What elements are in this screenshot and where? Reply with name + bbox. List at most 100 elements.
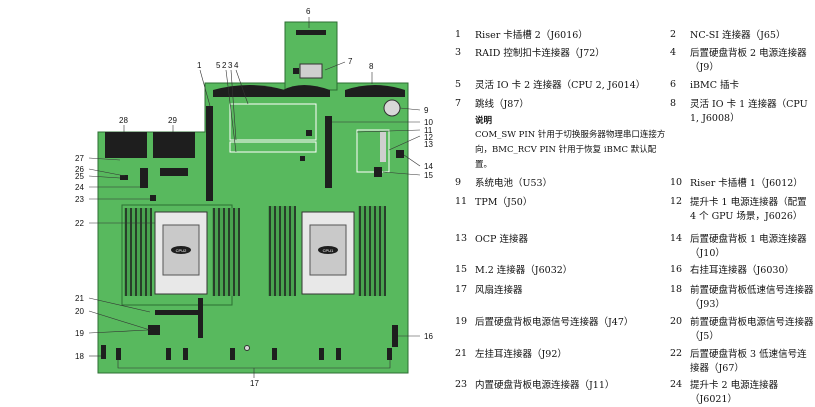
legend-text: 灵活 IO 卡 1 连接器（CPU 1, J6008） [690,99,808,124]
legend-text: 后置硬盘背板电源信号连接器（J47） [475,317,634,328]
legend-text: 内置硬盘背板电源连接器（J11） [475,380,615,391]
callout-27: 27 [75,154,84,163]
legend-num: 6 [670,79,677,90]
callout-22: 22 [75,219,84,228]
legend-text: 前置硬盘背板低速信号连接器（J93） [690,285,814,310]
power-connector-28 [105,132,147,158]
motherboard-diagram: CPU2 CPU1 [75,7,433,388]
legend-text: 右挂耳连接器（J6030） [690,265,794,276]
callout-6: 6 [306,7,311,16]
callout-28: 28 [119,116,128,125]
legend-text: 提升卡 1 电源连接器（配置 4 个 GPU 场景，J6026） [690,197,807,222]
legend-num: 24 [670,379,683,390]
legend-num: 2 [670,29,677,40]
note-title: 说明 [475,116,493,126]
legend-num: 12 [670,196,683,207]
cpu1-label: CPU1 [323,248,334,253]
legend-text: 后置硬盘背板 2 电源连接器（J9） [690,48,807,73]
legend-text: Riser 卡插槽 1（J6012） [690,178,803,189]
legend-text: Riser 卡插槽 2（J6016） [475,30,588,41]
dimm-bank-cpu2-right [212,208,240,296]
legend-num: 9 [455,177,462,188]
callout-24: 24 [75,183,84,192]
callout-7: 7 [348,57,353,66]
legend-num: 3 [455,47,462,58]
legend-text: 灵活 IO 卡 2 连接器（CPU 2, J6014） [475,80,646,91]
legend-num: 20 [670,316,683,327]
note-line: 向，BMC_RCV PIN 针用于恢复 iBMC 默认配 [475,145,657,155]
callout-1: 1 [197,61,202,70]
legend-num: 11 [455,196,468,207]
legend-text: 提升卡 2 电源连接器（J6021） [690,380,779,405]
callout-3: 3 [228,61,233,70]
callout-15: 15 [424,171,433,180]
legend-num: 1 [455,29,462,40]
callout-8: 8 [369,62,374,71]
callout-25: 25 [75,172,84,181]
callout-12: 12 [424,133,433,142]
legend-text: NC-SI 连接器（J65） [690,30,786,41]
legend-num: 7 [455,98,462,109]
callout-10: 10 [424,118,433,127]
callout-9: 9 [424,106,429,115]
dimm-bank-cpu2-left [124,208,152,296]
flex-io-1-connector-b [345,85,405,97]
legend-text: 跳线（J87） [475,99,529,110]
legend-text: 后置硬盘背板 1 电源连接器（J10） [690,234,807,259]
callout-20: 20 [75,307,84,316]
cpu2-label: CPU2 [176,248,187,253]
legend-text: M.2 连接器（J6032） [475,265,573,276]
riser-slot-2 [206,106,213,201]
callout-4: 4 [234,61,239,70]
legend-text: 前置硬盘背板电源信号连接器（J5） [690,317,814,342]
legend-num: 22 [670,348,683,359]
callout-5: 5 [216,61,221,70]
legend-note: 说明 COM_SW PIN 针用于切换服务器物理串口连接方 向，BMC_RCV … [475,114,675,173]
legend-num: 21 [455,348,468,359]
legend-num: 18 [670,284,683,295]
legend-num: 4 [670,47,677,58]
callout-13: 13 [424,140,433,149]
legend-text: 后置硬盘背板 3 低速信号连接器（J67） [690,349,807,374]
legend-num: 23 [455,379,468,390]
system-battery [383,99,401,117]
callout-18: 18 [75,352,84,361]
legend-num: 5 [455,79,462,90]
callout-19: 19 [75,329,84,338]
callout-29: 29 [168,116,177,125]
callout-14: 14 [424,162,433,171]
riser-slot-1 [325,116,332,188]
ocp-connector [356,129,390,173]
dimm-bank-cpu1-right [358,206,386,296]
callout-23: 23 [75,195,84,204]
legend-num: 16 [670,264,683,275]
note-line: 置。 [475,160,493,170]
callout-2: 2 [222,61,227,70]
legend-text: iBMC 插卡 [690,80,740,91]
legend-text: OCP 连接器 [475,234,528,245]
legend-text: 系统电池（U53） [475,178,553,189]
legend-num: 19 [455,316,468,327]
legend-text: RAID 控制扣卡连接器（J72） [475,48,605,59]
callout-17: 17 [250,379,259,388]
flex-io-2-connector [213,85,285,97]
legend-num: 8 [670,98,677,109]
callout-11: 11 [424,126,433,135]
legend-num: 15 [455,264,468,275]
flex-io-1-connector [283,85,330,97]
note-line: COM_SW PIN 针用于切换服务器物理串口连接方 [475,130,666,140]
dimm-bank-cpu1-left [268,206,296,296]
component-legend: 1 Riser 卡插槽 2（J6016） 2 NC-SI 连接器（J65） 3 RAI… [455,0,814,405]
legend-text: 左挂耳连接器（J92） [475,349,567,360]
callout-26: 26 [75,165,84,174]
raid-connector [229,103,317,141]
power-connector-29 [153,132,195,158]
legend-num: 10 [670,177,683,188]
legend-text: 风扇连接器 [475,285,523,296]
callout-21: 21 [75,294,84,303]
legend-num: 13 [455,233,468,244]
callout-16: 16 [424,332,433,341]
legend-num: 14 [670,233,683,244]
legend-num: 17 [455,284,468,295]
legend-text: TPM（J50） [475,197,533,208]
